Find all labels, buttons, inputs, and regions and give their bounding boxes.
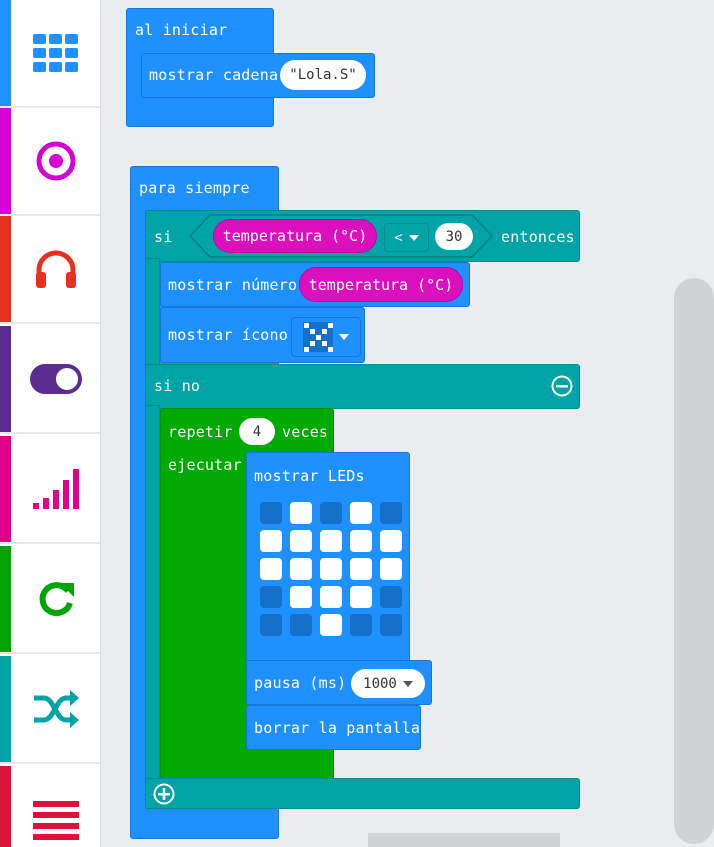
- show-number-label: mostrar número: [168, 276, 298, 294]
- category-input[interactable]: [0, 108, 100, 216]
- toolbox: [0, 0, 101, 847]
- category-loops[interactable]: [0, 546, 100, 654]
- category-radio[interactable]: [0, 436, 100, 544]
- led-cell[interactable]: [320, 502, 342, 524]
- led-cell[interactable]: [260, 558, 282, 580]
- led-cell[interactable]: [260, 614, 282, 636]
- if-block-footer: [145, 778, 580, 809]
- headphones-icon: [33, 248, 79, 290]
- do-label: ejecutar: [168, 456, 242, 474]
- led-cell[interactable]: [350, 530, 372, 552]
- led-cell[interactable]: [260, 530, 282, 552]
- led-cell[interactable]: [380, 502, 402, 524]
- times-label: veces: [282, 423, 329, 441]
- led-cell[interactable]: [320, 614, 342, 636]
- signal-bars-icon: [32, 468, 80, 510]
- category-stripe: [0, 326, 11, 432]
- category-logic[interactable]: [0, 656, 100, 764]
- led-cell[interactable]: [290, 586, 312, 608]
- refresh-icon: [34, 577, 78, 621]
- category-stripe: [0, 0, 11, 106]
- category-variables[interactable]: [0, 766, 100, 847]
- led-cell[interactable]: [320, 558, 342, 580]
- show-number-block[interactable]: mostrar número temperatura (°C): [160, 262, 470, 307]
- operator-dropdown[interactable]: <: [384, 223, 429, 252]
- list-icon: [33, 800, 79, 841]
- compare-value-input[interactable]: 30: [435, 223, 473, 250]
- show-leds-block[interactable]: mostrar LEDs: [246, 452, 410, 662]
- category-stripe: [0, 766, 11, 847]
- show-leds-label: mostrar LEDs: [254, 467, 365, 485]
- led-cell[interactable]: [350, 586, 372, 608]
- category-basic[interactable]: [0, 0, 100, 108]
- category-stripe: [0, 436, 11, 542]
- pause-block[interactable]: pausa (ms) 1000: [246, 660, 432, 705]
- pause-value: 1000: [363, 675, 397, 692]
- led-cell[interactable]: [290, 558, 312, 580]
- category-stripe: [0, 546, 11, 652]
- target-icon: [35, 140, 77, 182]
- pause-value-dropdown[interactable]: 1000: [351, 669, 425, 698]
- temperature-reporter[interactable]: temperatura (°C): [213, 219, 377, 253]
- category-stripe: [0, 216, 11, 322]
- category-stripe: [0, 108, 11, 214]
- if-block-header[interactable]: si temperatura (°C) < 30 entonces: [145, 210, 580, 262]
- category-led[interactable]: [0, 326, 100, 434]
- led-cell[interactable]: [260, 502, 282, 524]
- operator-value: <: [394, 229, 403, 246]
- show-string-block[interactable]: mostrar cadena "Lola.S": [141, 53, 375, 98]
- category-music[interactable]: [0, 216, 100, 324]
- led-cell[interactable]: [290, 530, 312, 552]
- string-value-input[interactable]: "Lola.S": [280, 60, 366, 90]
- led-cell[interactable]: [350, 614, 372, 636]
- else-block[interactable]: si no: [145, 364, 580, 409]
- grid-icon: [32, 33, 80, 73]
- led-cell[interactable]: [350, 502, 372, 524]
- led-cell[interactable]: [380, 586, 402, 608]
- on-start-label: al iniciar: [135, 21, 228, 39]
- category-stripe: [0, 656, 11, 762]
- add-else-icon[interactable]: [153, 783, 175, 805]
- forever-label: para siempre: [139, 179, 250, 197]
- led-cell[interactable]: [320, 586, 342, 608]
- led-cell[interactable]: [380, 558, 402, 580]
- chevron-down-icon: [339, 334, 349, 340]
- led-cell[interactable]: [290, 614, 312, 636]
- pause-label: pausa (ms): [254, 674, 347, 692]
- x-pattern-icon: [303, 322, 333, 352]
- show-icon-block[interactable]: mostrar ícono: [160, 307, 365, 363]
- vertical-scrollbar[interactable]: [674, 278, 714, 844]
- led-cell[interactable]: [320, 530, 342, 552]
- show-icon-label: mostrar ícono: [168, 326, 288, 344]
- temperature-reporter[interactable]: temperatura (°C): [299, 267, 463, 302]
- led-cell[interactable]: [260, 586, 282, 608]
- show-string-label: mostrar cadena: [149, 66, 279, 84]
- else-block-spine: [145, 405, 160, 783]
- clear-screen-block[interactable]: borrar la pantalla: [246, 705, 421, 750]
- icon-dropdown[interactable]: [291, 317, 361, 357]
- if-block-spine: [145, 258, 160, 368]
- else-label: si no: [154, 377, 201, 395]
- then-label: entonces: [501, 228, 575, 246]
- repeat-count-input[interactable]: 4: [239, 418, 275, 445]
- chevron-down-icon: [402, 680, 413, 687]
- led-cell[interactable]: [350, 558, 372, 580]
- clear-screen-label: borrar la pantalla: [254, 719, 421, 737]
- led-grid[interactable]: [260, 502, 405, 638]
- repeat-label: repetir: [168, 423, 233, 441]
- chevron-down-icon: [408, 234, 419, 241]
- led-cell[interactable]: [290, 502, 312, 524]
- led-cell[interactable]: [380, 614, 402, 636]
- shuffle-icon: [32, 688, 80, 730]
- toggle-icon: [29, 363, 83, 395]
- remove-else-icon[interactable]: [551, 375, 573, 397]
- horizontal-scrollbar[interactable]: [368, 833, 560, 847]
- led-cell[interactable]: [380, 530, 402, 552]
- if-label: si: [154, 228, 173, 246]
